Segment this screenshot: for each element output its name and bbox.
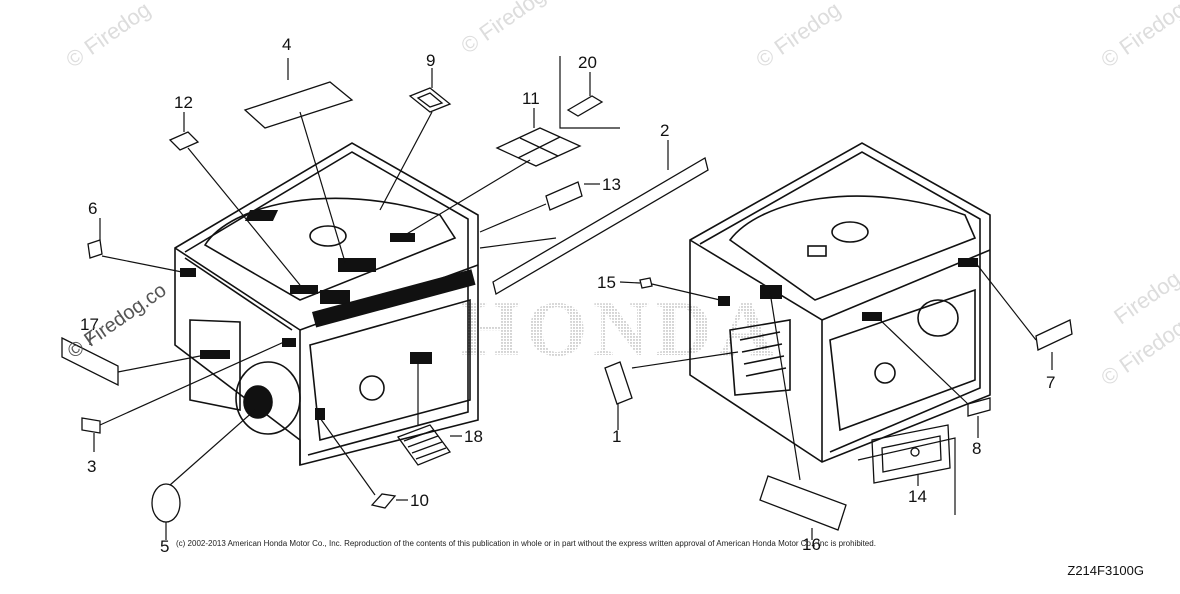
leader-lines (89, 56, 1053, 540)
callout-16: 16 (802, 535, 821, 554)
callout-18: 18 (464, 427, 483, 446)
callout-7: 7 (1046, 373, 1055, 392)
callout-11: 11 (522, 89, 540, 108)
callout-14: 14 (908, 487, 927, 506)
decals-right (718, 258, 978, 321)
callout-1: 1 (612, 427, 621, 446)
callout-8: 8 (972, 439, 981, 458)
callout-2: 2 (660, 121, 669, 140)
callout-numbers: 1 2 3 4 5 6 7 8 9 10 11 12 13 14 15 16 1… (80, 35, 1055, 556)
callout-17: 17 (80, 315, 99, 334)
loose-decals (61, 81, 1073, 531)
callout-5: 5 (160, 537, 169, 556)
generator-right (689, 142, 991, 463)
callout-6: 6 (88, 199, 97, 218)
copyright-notice: (c) 2002-2013 American Honda Motor Co., … (176, 539, 876, 548)
callout-3: 3 (87, 457, 96, 476)
callout-4: 4 (282, 35, 291, 54)
callout-10: 10 (410, 491, 429, 510)
callout-13: 13 (602, 175, 621, 194)
callout-20: 20 (578, 53, 597, 72)
callout-12: 12 (174, 93, 193, 112)
diagram-code: Z214F3100G (1067, 563, 1144, 578)
callout-15: 15 (597, 273, 616, 292)
callout-9: 9 (426, 51, 435, 70)
decals-left (180, 210, 476, 420)
